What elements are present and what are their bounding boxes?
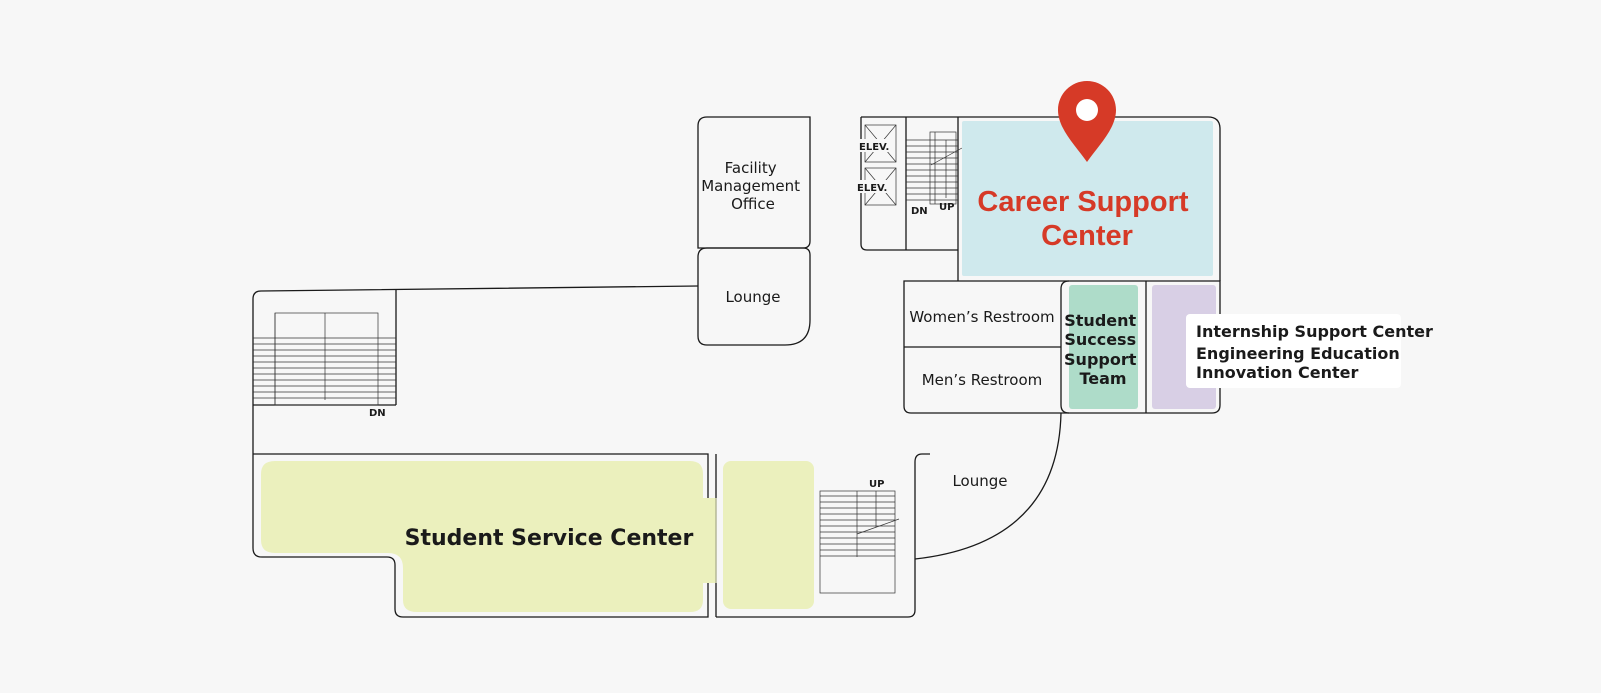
student-success-support-area bbox=[1069, 285, 1138, 409]
building-outline-north bbox=[861, 116, 1221, 281]
elevator-1-label: ELEV. bbox=[859, 142, 889, 153]
building-outline-west bbox=[252, 285, 709, 618]
south-stair bbox=[819, 490, 900, 594]
east-block-outline bbox=[903, 280, 1221, 414]
mens-restroom-label: Men’s Restroom bbox=[922, 371, 1043, 389]
career-support-center-label: Career Support Center bbox=[977, 186, 1196, 252]
student-service-center-label: Student Service Center bbox=[405, 526, 694, 551]
lounge-upper bbox=[697, 247, 811, 346]
elevator-2-label: ELEV. bbox=[857, 183, 887, 194]
lounge-lower-label: Lounge bbox=[952, 472, 1007, 490]
callout-text: Internship Support Center Engineering Ed… bbox=[1196, 322, 1438, 382]
core-stair-dn-label: DN bbox=[911, 206, 928, 217]
callout-box bbox=[1186, 314, 1401, 388]
core-walls bbox=[860, 117, 958, 251]
facility-management-label: Facility Management Office bbox=[701, 159, 805, 213]
core-stair-up-label: UP bbox=[939, 202, 954, 213]
west-stair-dn-label: DN bbox=[369, 408, 386, 419]
location-pin-icon bbox=[1058, 81, 1116, 162]
career-support-center-area bbox=[962, 121, 1213, 276]
student-success-support-label: Student Success Support Team bbox=[1064, 311, 1142, 388]
core-stair bbox=[906, 131, 963, 205]
lounge-lower-curve bbox=[914, 412, 1062, 560]
south-stair-up-label: UP bbox=[869, 479, 884, 490]
student-service-center-area bbox=[261, 461, 716, 612]
student-service-annex-area bbox=[723, 461, 814, 609]
west-stair bbox=[253, 312, 396, 406]
building-outline-south bbox=[716, 453, 930, 618]
womens-restroom-label: Women’s Restroom bbox=[909, 308, 1054, 326]
lounge-upper-label: Lounge bbox=[725, 288, 780, 306]
